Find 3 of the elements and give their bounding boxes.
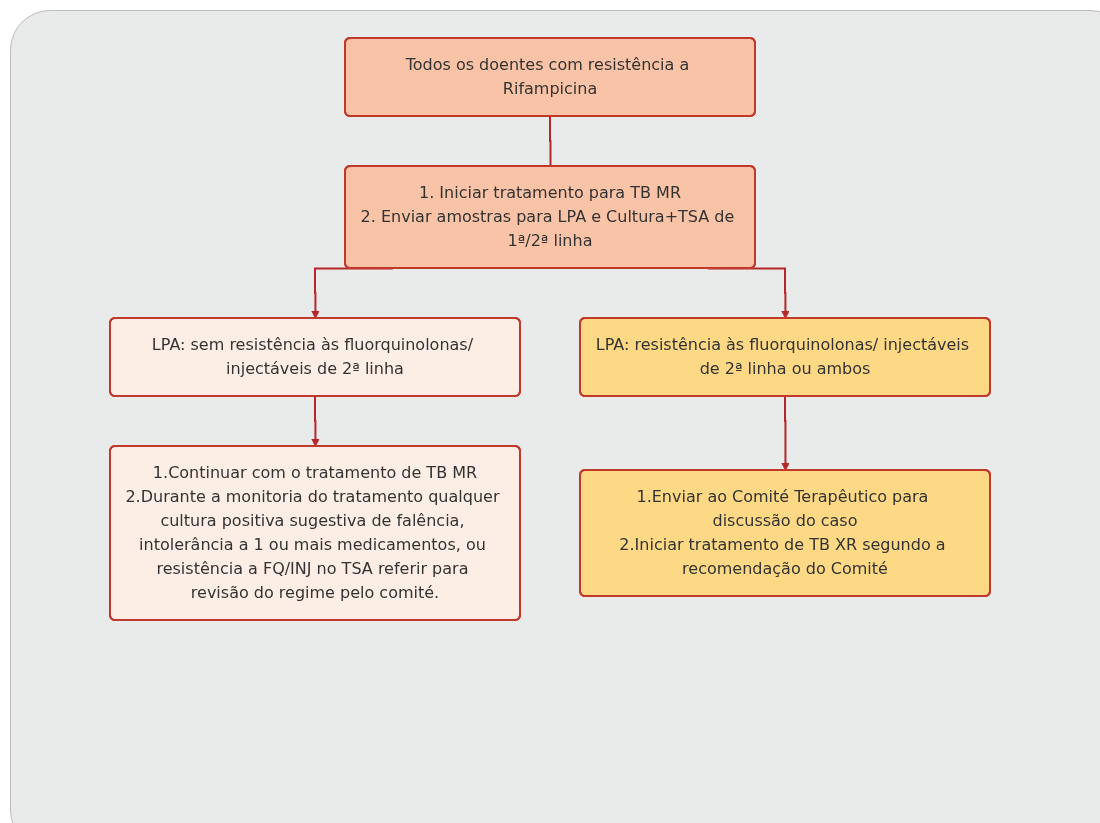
arrow (311, 395, 320, 447)
connector (549, 115, 552, 168)
arrow (781, 395, 790, 471)
